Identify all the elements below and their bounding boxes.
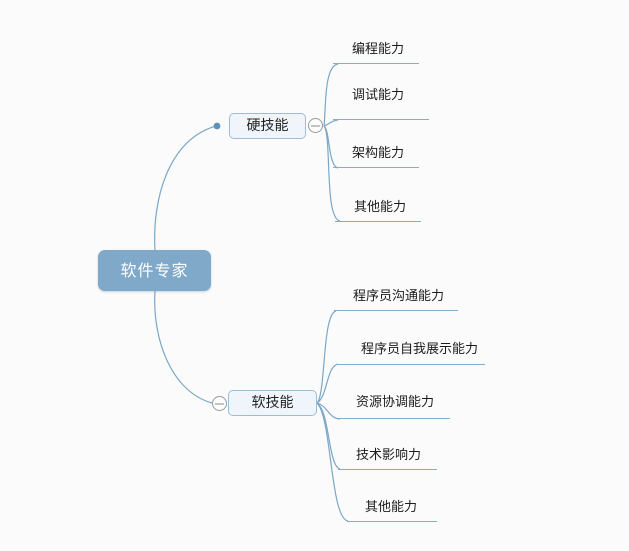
- leaf-soft-1-underline: [336, 364, 485, 365]
- edge-hard-to-leaf-3: [323, 125, 341, 222]
- leaf-soft-0-underline: [334, 310, 458, 311]
- leaf-soft-2-underline: [338, 418, 450, 419]
- leaf-hard-2[interactable]: 架构能力: [352, 146, 405, 161]
- collapse-minus-icon-hard-skills[interactable]: [308, 118, 323, 133]
- leaf-soft-1[interactable]: 程序员自我展示能力: [361, 342, 479, 357]
- edge-hard-to-leaf-1: [323, 119, 339, 127]
- edge-soft-to-leaf-2: [316, 402, 341, 420]
- edge-hard-to-leaf-2: [323, 125, 339, 169]
- edge-root-to-soft: [154, 290, 213, 404]
- leaf-hard-3-underline: [335, 221, 421, 222]
- leaf-hard-3[interactable]: 其他能力: [354, 200, 407, 215]
- leaf-soft-4-underline: [347, 521, 437, 522]
- leaf-hard-0-underline: [333, 63, 419, 64]
- edge-soft-to-leaf-3: [316, 402, 341, 470]
- leaf-hard-1-underline: [333, 119, 429, 120]
- edge-root-to-hard: [154, 125, 217, 251]
- branch-hard-skills[interactable]: 硬技能: [229, 113, 306, 139]
- edge-soft-to-leaf-0: [316, 310, 337, 404]
- edge-endpoint-dot: [213, 122, 221, 130]
- leaf-soft-2[interactable]: 资源协调能力: [356, 395, 435, 410]
- edge-hard-to-leaf-0: [323, 63, 339, 127]
- edge-soft-to-leaf-1: [316, 363, 339, 404]
- edge-soft-to-leaf-4: [316, 402, 349, 522]
- leaf-soft-3[interactable]: 技术影响力: [356, 448, 422, 463]
- root-node[interactable]: 软件专家: [98, 250, 211, 291]
- leaf-soft-3-underline: [338, 469, 437, 470]
- branch-hard-skills-label: 硬技能: [246, 118, 289, 134]
- leaf-hard-0[interactable]: 编程能力: [352, 42, 405, 57]
- branch-soft-skills-label: 软技能: [251, 395, 294, 411]
- leaf-hard-2-underline: [333, 167, 419, 168]
- collapse-minus-icon-soft-skills[interactable]: [212, 396, 227, 411]
- leaf-hard-1[interactable]: 调试能力: [352, 88, 405, 103]
- leaf-soft-0[interactable]: 程序员沟通能力: [353, 289, 445, 304]
- leaf-soft-4[interactable]: 其他能力: [365, 500, 418, 515]
- root-node-label: 软件专家: [120, 260, 189, 280]
- branch-soft-skills[interactable]: 软技能: [228, 390, 317, 416]
